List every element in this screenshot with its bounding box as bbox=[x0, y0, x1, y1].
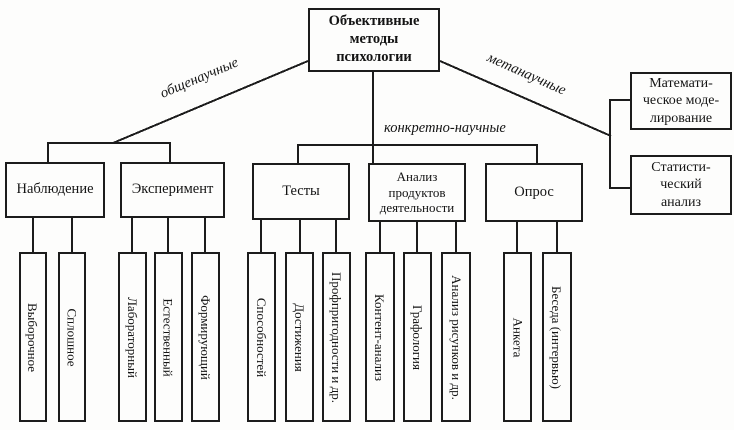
leaf-label: Лабораторный bbox=[125, 296, 141, 378]
leaf-label: Формирующий bbox=[198, 294, 214, 380]
box-profprigodnosti: Профпригодности и др. bbox=[322, 252, 351, 422]
leaf-label: Анкета bbox=[510, 317, 525, 357]
box-dostizheniya: Достижения bbox=[285, 252, 314, 422]
box-tests: Тесты bbox=[252, 163, 350, 220]
leaf-label: Способностей bbox=[254, 297, 270, 377]
leaf-label: Выборочное bbox=[25, 302, 41, 372]
leaf-label: Естественный bbox=[161, 297, 176, 377]
leaf-label: Достижения bbox=[292, 302, 308, 372]
box-kontent-analiz: Контент-анализ bbox=[365, 252, 395, 422]
leaf-label: Графология bbox=[410, 304, 426, 370]
leaf-label: Контент-анализ bbox=[372, 293, 388, 381]
box-estestvenny: Естественный bbox=[154, 252, 183, 422]
box-observation: Наблюдение bbox=[5, 162, 105, 218]
leaf-label: Сплошное bbox=[64, 307, 80, 367]
box-analiz-risunkov: Анализ рисунков и др. bbox=[441, 252, 471, 422]
box-experiment: Эксперимент bbox=[120, 162, 225, 218]
box-product-analysis: Анализ продуктов деятельности bbox=[368, 163, 466, 222]
leaf-label: Профпригодности и др. bbox=[329, 271, 345, 403]
branch-label-meta-scientific: метанаучные bbox=[484, 49, 569, 99]
box-beseda: Беседа (интервью) bbox=[542, 252, 572, 422]
box-sploshnoe: Сплошное bbox=[58, 252, 86, 422]
box-anketa: Анкета bbox=[503, 252, 532, 422]
branch-label-general-scientific: общенаучные bbox=[157, 54, 241, 102]
box-survey: Опрос bbox=[485, 163, 583, 222]
box-vyborochnoe: Выборочное bbox=[19, 252, 47, 422]
box-root-objective-methods: Объективные методы психологии bbox=[308, 8, 440, 72]
box-formiruyushchy: Формирующий bbox=[191, 252, 220, 422]
box-statistical-analysis: Статисти- ческий анализ bbox=[630, 155, 732, 215]
box-grafologiya: Графология bbox=[403, 252, 432, 422]
box-mathematical-modeling: Математи- ческое моде- лирование bbox=[630, 72, 732, 130]
box-sposobnostey: Способностей bbox=[247, 252, 276, 422]
leaf-label: Беседа (интервью) bbox=[549, 285, 565, 389]
leaf-label: Анализ рисунков и др. bbox=[448, 274, 464, 400]
branch-label-concrete-scientific: конкретно-научные bbox=[384, 120, 506, 136]
box-laboratorny: Лабораторный bbox=[118, 252, 147, 422]
